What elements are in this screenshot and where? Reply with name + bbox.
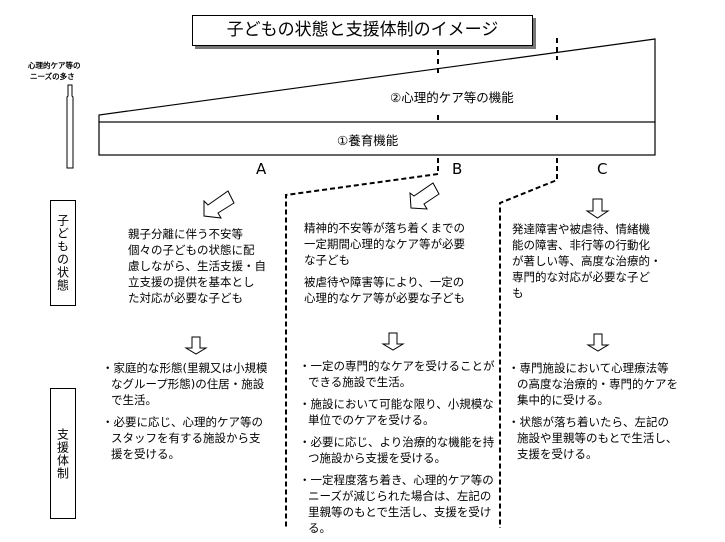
column-label-a: A [256,160,267,178]
arrow-a-child-state-icon [203,190,235,219]
support-c-item: ・状態が落ち着いたら、左記の施設や里親等のもとで生活し、支援を受ける。 [508,415,678,461]
line: 心理的なケア等が必要な子ども [304,291,465,305]
support-a-item: ・家庭的な形態(里親又は小規模なグループ形態)の住居・施設で生活。 [102,361,268,407]
support-a: ・家庭的な形態(里親又は小規模なグループ形態)の住居・施設で生活。 ・必要に応じ… [102,360,270,468]
diagram-title: 子どもの状態と支援体制のイメージ [192,15,533,46]
column-label-b: B [452,160,463,178]
child-state-a-line: た対応が必要な子ども [128,291,243,305]
column-boundary-c [499,158,558,528]
child-state-c-line: も [512,286,524,300]
row-label-child-state: 子どもの状態 [50,200,76,306]
arrow-a-support-icon [184,336,208,355]
line: 被虐待や障害等により、一定の [304,275,465,289]
needs-axis-label: 心理的ケア等の ニーズの多さ [28,60,81,82]
child-state-b: 精神的不安等が落ち着くまでの 一定期間心理的なケア等が必要 な子ども 被虐待や障… [304,220,494,312]
line: な子ども [304,253,350,267]
child-state-c-line: 発達障害や被虐待、情緒機 [512,222,650,236]
child-state-a-line: 立支援の提供を基本とし [128,275,255,289]
nurturing-label: ①養育機能 [337,133,399,148]
support-a-item: ・必要に応じ、心理的ケア等のスタッフを有する施設から支援を受ける。 [102,415,263,461]
arrow-c-support-icon [586,333,610,352]
child-state-a-line: 個々の子どもの状態に配 [128,243,255,257]
column-boundary-b [285,158,439,528]
arrow-b-support-icon [381,332,405,351]
psychological-care-band [98,38,656,122]
arrow-c-child-state-icon [585,198,610,219]
needs-axis-label-line1: 心理的ケア等の [28,61,81,70]
support-b-item: ・一定の専門的なケアを受けることができる施設で生活。 [299,359,495,389]
column-divider-dashes [437,38,558,122]
needs-axis-up-arrow-icon [66,84,74,169]
child-state-c-line: が著しい等、高度な治療的・ [512,254,662,268]
child-state-c-line: 能の障害、非行等の行動化 [512,238,650,252]
psychological-care-label: ②心理的ケア等の機能 [390,90,514,105]
arrow-b-child-state-icon [409,182,440,210]
child-state-b-item-1: 精神的不安等が落ち着くまでの 一定期間心理的なケア等が必要 な子ども [304,220,494,268]
line: 精神的不安等が落ち着くまでの [304,221,465,235]
support-b-item: ・一定程度落ち着き、心理的ケア等のニーズが減じられた場合は、左記の里親等のもとで… [299,473,494,535]
support-b-item: ・必要に応じ、より治療的な機能を持つ施設から支援を受ける。 [299,435,495,465]
child-state-a-line: 慮しながら、生活支援・自 [128,259,266,273]
child-state-c-line: 専門的な対応が必要な子ど [512,270,650,284]
child-state-b-item-2: 被虐待や障害等により、一定の 心理的なケア等が必要な子ども [304,274,494,306]
child-state-a: 親子分離に伴う不安等 個々の子どもの状態に配 慮しながら、生活支援・自 立支援の… [128,226,278,306]
nurturing-band [98,121,656,156]
column-label-c: C [597,160,608,178]
child-state-a-line: 親子分離に伴う不安等 [128,227,243,241]
line: 一定期間心理的なケア等が必要 [304,237,465,251]
needs-axis-label-line2: ニーズの多さ [30,72,75,81]
support-c: ・専門施設において心理療法等の高度な治療的・専門的ケアを集中的に受ける。 ・状態… [508,360,678,468]
row-label-support-system: 支援体制 [50,388,76,519]
support-b: ・一定の専門的なケアを受けることができる施設で生活。 ・施設において可能な限り、… [299,358,495,542]
support-c-item: ・専門施設において心理療法等の高度な治療的・専門的ケアを集中的に受ける。 [508,361,678,407]
child-state-c: 発達障害や被虐待、情緒機 能の障害、非行等の行動化 が著しい等、高度な治療的・ … [512,221,672,301]
support-b-item: ・施設において可能な限り、小規模な単位でのケアを受ける。 [299,397,494,427]
